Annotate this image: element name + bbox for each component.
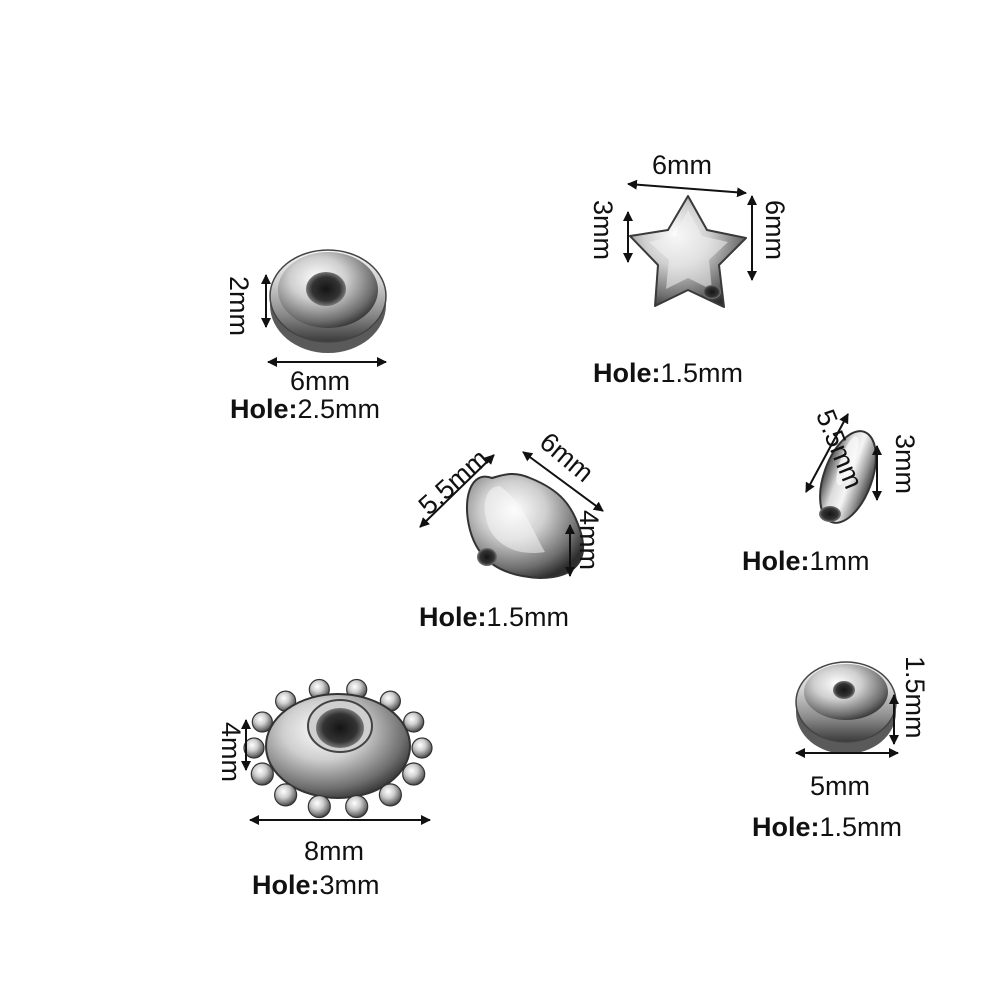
star-hole-label: Hole:1.5mm [593,360,743,387]
rondelle-dot [251,711,273,733]
flat-disc-bead-icon [269,249,387,353]
rondelle-dot [378,783,402,807]
small-disc-bead-icon [795,661,897,754]
rondelle-width-label: 8mm [304,836,364,866]
small-disc-width-label: 5mm [810,771,870,801]
rondelle-hole [316,708,364,748]
rice-width-label: 3mm [890,434,920,494]
star-height-left-label: 3mm [588,200,618,260]
rondelle-dot [403,711,425,733]
star-height-right-label: 6mm [760,200,790,260]
hole-key: Hole: [252,870,320,900]
beaded-rondelle-bead-icon [243,678,433,819]
hole-value: 3mm [319,870,380,900]
rondelle-hole-label: Hole:3mm [252,872,380,899]
heart-dimension-arrows [419,451,604,577]
disc-dimension-arrows [261,274,387,367]
disc-width-label: 6mm [290,366,350,396]
star-width-label: 6mm [652,150,712,180]
heart-thickness-label: 4mm [574,510,604,570]
rondelle-dot [402,762,426,786]
rondelle-dot [274,783,298,807]
hole-value: 1.5mm [486,602,570,632]
heart-bead-icon [466,472,585,580]
hole-value: 1mm [809,546,870,576]
hole-key: Hole: [593,358,661,388]
hole-key: Hole: [742,546,810,576]
star-bead-icon [629,195,747,308]
rondelle-dot [307,794,331,819]
disc-hole-label: Hole:2.5mm [230,396,380,423]
disc-height-label: 2mm [224,276,254,336]
hole-value: 1.5mm [819,812,903,842]
rondelle-dimension-arrows [241,719,431,825]
rondelle-dot [411,737,433,759]
heart-hole-label: Hole:1.5mm [419,604,569,631]
hole-value: 1.5mm [660,358,744,388]
small-disc-dimension-arrows [795,694,899,758]
rice-dimension-arrows [805,413,882,501]
rondelle-dot [250,762,274,786]
rondelle-height-label: 4mm [216,722,246,782]
small-disc-height-label: 1.5mm [900,656,930,739]
hole-key: Hole: [419,602,487,632]
small-disc-hole-label: Hole:1.5mm [752,814,902,841]
hole-key: Hole: [752,812,820,842]
rice-hole-label: Hole:1mm [742,548,870,575]
hole-key: Hole: [230,394,298,424]
hole-value: 2.5mm [297,394,381,424]
star-dimension-arrows [623,179,757,281]
rondelle-dot [345,794,369,819]
